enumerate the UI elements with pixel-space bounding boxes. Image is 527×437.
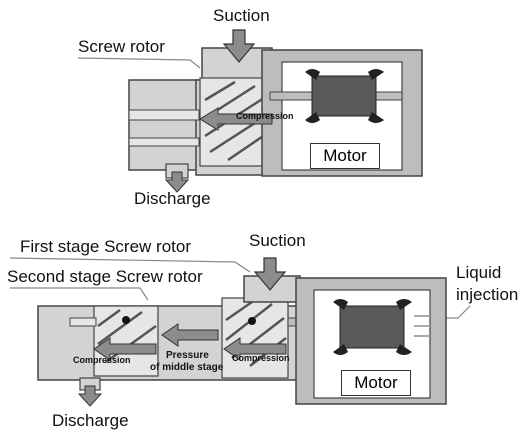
liquid-injection-arrows xyxy=(414,315,430,337)
top-motor-core xyxy=(311,75,377,117)
liquid-injection-label-1: Liquid xyxy=(456,263,502,282)
bottom-discharge-label: Discharge xyxy=(52,411,129,430)
bottom-discharge-arrow xyxy=(77,385,103,407)
screw-rotor-leader xyxy=(77,57,201,69)
bottom-motor-label: Motor xyxy=(341,370,411,396)
bottom-suction-label: Suction xyxy=(249,231,306,250)
pressure-label-2: of middle stage xyxy=(150,362,224,373)
top-motor-label: Motor xyxy=(310,143,380,169)
bottom-motor-core xyxy=(339,305,405,349)
top-compression-label: Compression xyxy=(236,111,294,121)
pressure-label-1: Pressure xyxy=(166,350,209,361)
middle-pressure-arrow xyxy=(161,323,219,347)
top-compression-arrow xyxy=(199,107,273,131)
first-stage-label: First stage Screw rotor xyxy=(20,237,191,256)
second-stage-compression-label: Compression xyxy=(73,355,131,365)
bottom-suction-arrow xyxy=(253,257,287,291)
top-left-casing xyxy=(128,79,198,171)
top-discharge-arrow xyxy=(164,171,190,193)
top-discharge-label: Discharge xyxy=(134,189,211,208)
top-suction-label: Suction xyxy=(213,6,270,25)
bottom-compressor xyxy=(9,257,471,407)
liquid-injection-label-2: injection xyxy=(456,285,519,304)
first-stage-rotor xyxy=(221,297,289,379)
top-suction-arrow xyxy=(222,29,256,63)
first-stage-compression-label: Compression xyxy=(232,353,290,363)
top-compressor xyxy=(77,29,423,193)
top-screw-rotor-label: Screw rotor xyxy=(78,37,165,56)
second-stage-label: Second stage Screw rotor xyxy=(7,267,203,286)
